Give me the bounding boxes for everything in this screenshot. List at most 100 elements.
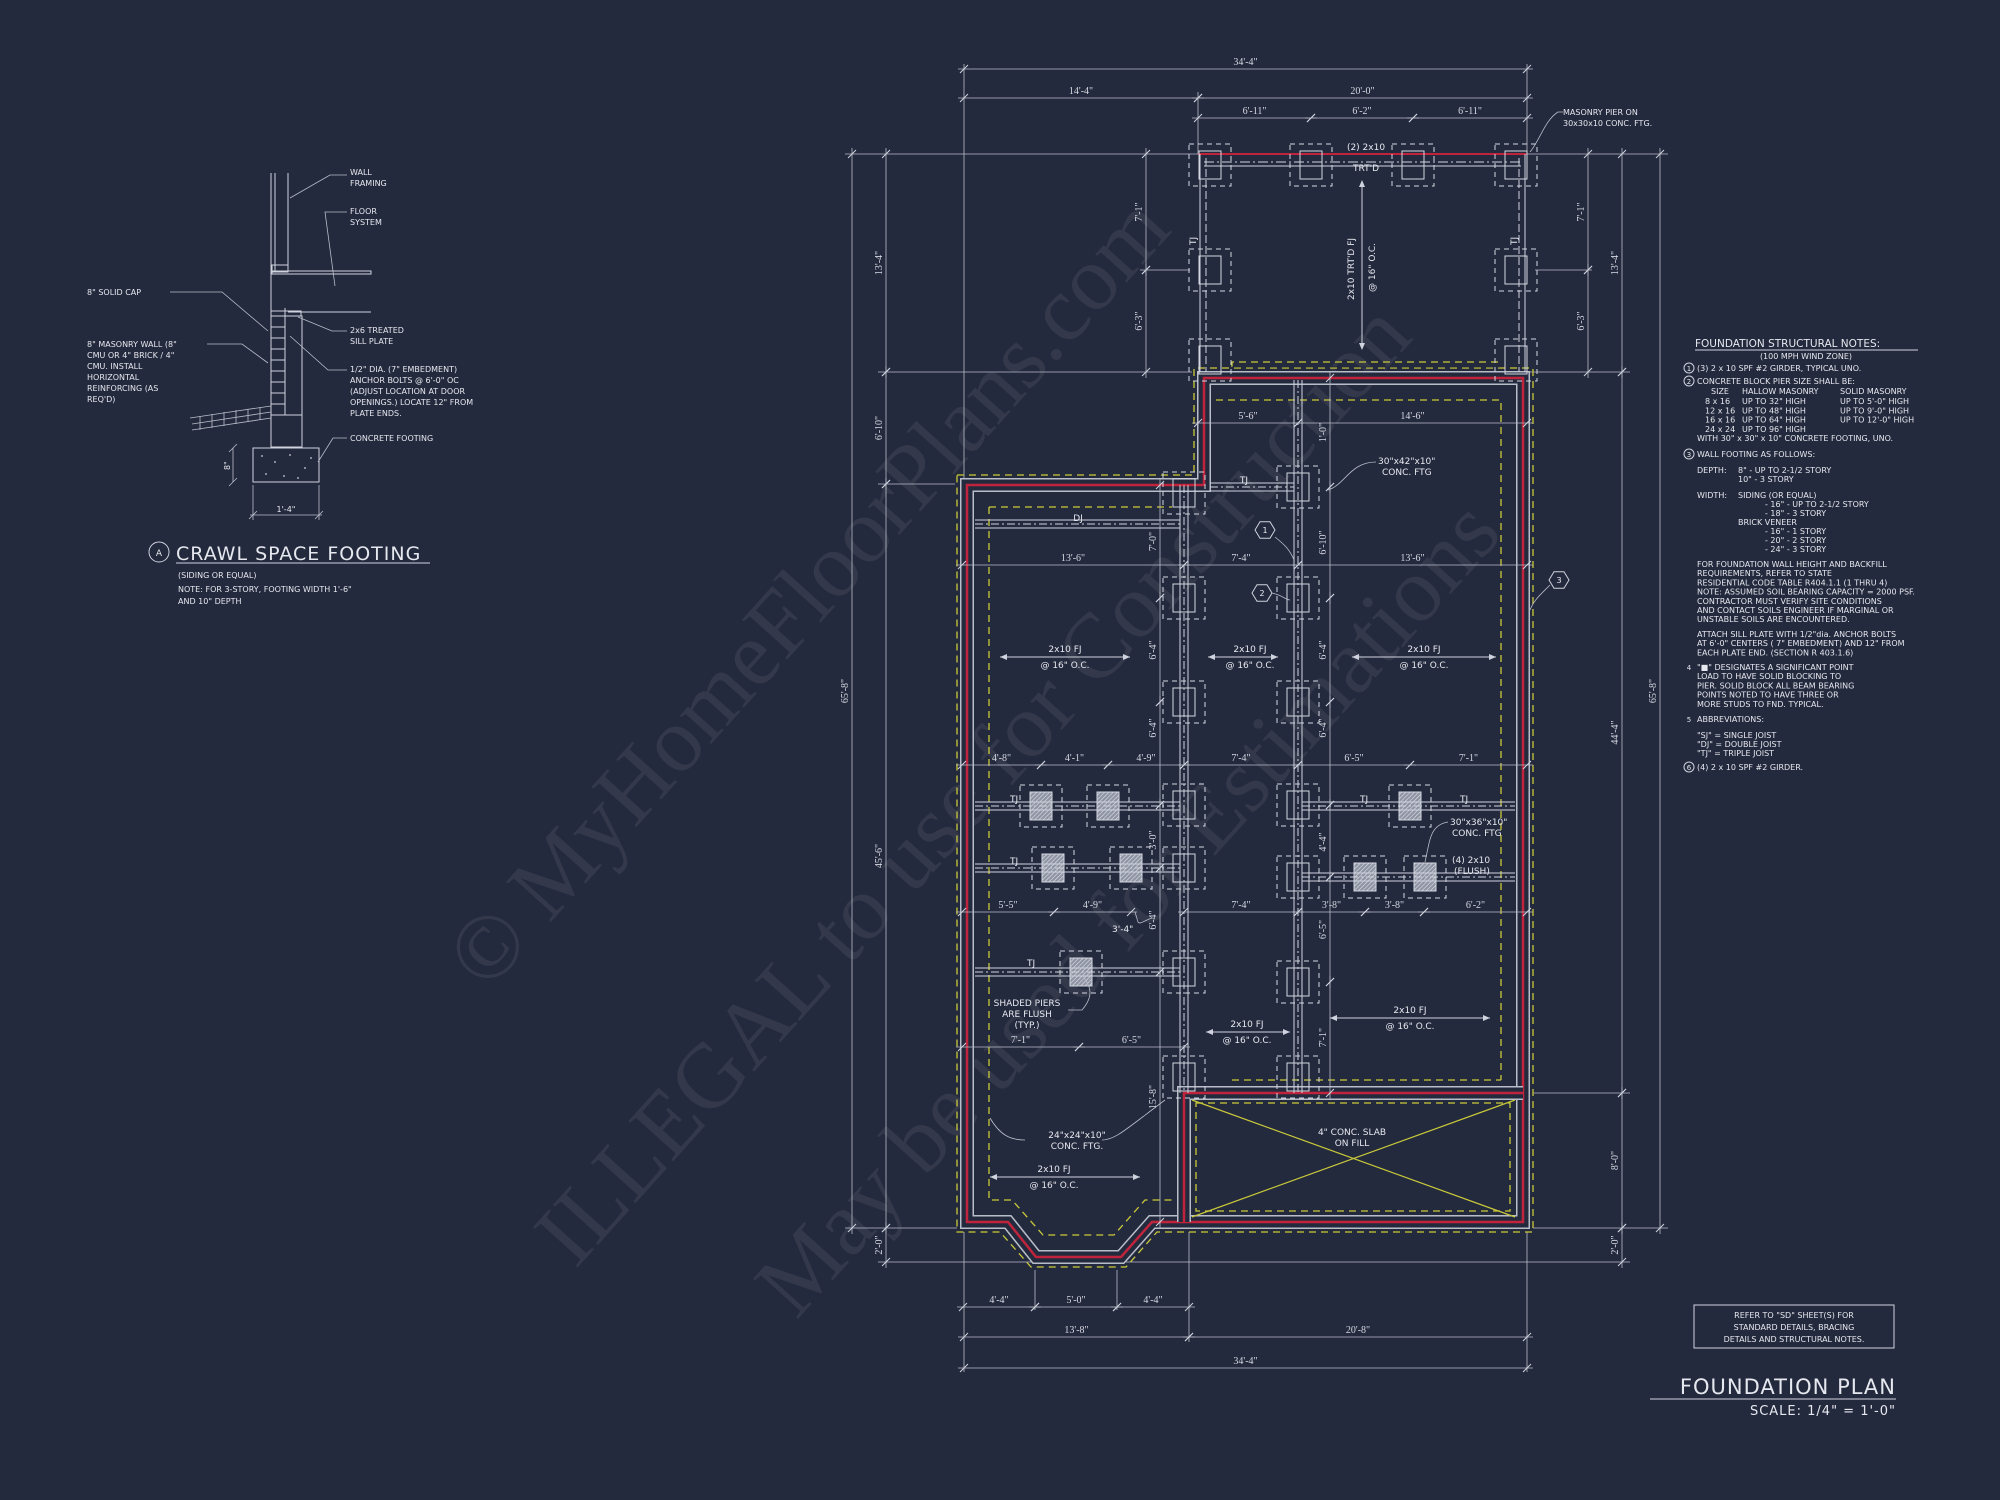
- floor-beam: [1302, 801, 1515, 811]
- dimension-label: 6'-11": [1243, 106, 1267, 117]
- dimension-tick: [1325, 1088, 1335, 1098]
- pier-block: [1299, 150, 1323, 180]
- note-4-line: PIER. SOLID BLOCK ALL BEAM BEARING: [1697, 681, 1854, 690]
- dimension-label: 13'-4": [1610, 251, 1621, 275]
- dj-label: DJ: [1073, 514, 1083, 524]
- plan-annotations: (2) 2x10 TRT'D 2x10 TRT'D FJ @ 16" O.C. …: [989, 108, 1652, 1152]
- dimension-label: 4'-9": [1083, 900, 1102, 911]
- shaded-piers-note: SHADED PIERS: [994, 999, 1061, 1009]
- dimension-label: 4'-8": [992, 753, 1011, 764]
- shaded-piers-note-2: ARE FLUSH: [1002, 1010, 1052, 1020]
- note-4-line: LOAD TO HAVE SOLID BLOCKING TO: [1697, 672, 1841, 681]
- brick-label: BRICK VENEER: [1738, 518, 1797, 527]
- dimension-tick: [959, 64, 969, 74]
- pier-table-cell: UP TO 96" HIGH: [1742, 425, 1806, 434]
- floor-joist-label: 2x10 FJ: [1048, 645, 1081, 655]
- pier-table-cell: 8 x 16: [1705, 397, 1730, 406]
- floor-joist-spacing: @ 16" O.C.: [1385, 1022, 1434, 1032]
- masonry-pier: [1494, 143, 1538, 187]
- note-3: WALL FOOTING AS FOLLOWS:: [1697, 450, 1815, 459]
- pier-footing: [1494, 248, 1538, 292]
- dimension-tick: [1419, 907, 1429, 917]
- masonry-pier-note-2: 30x30x10 CONC. FTG.: [1563, 119, 1652, 128]
- pier-table-cell: UP TO 9'-0" HIGH: [1840, 406, 1909, 415]
- dimension-label: 6'-4": [1148, 640, 1159, 659]
- foundation-note-line: AND CONTACT SOILS ENGINEER IF MARGINAL O…: [1697, 606, 1894, 615]
- dimension-tick: [1306, 113, 1316, 123]
- dimension-label: 4'-4": [1318, 832, 1329, 851]
- label-masonry-wall-5: REINFORCING (AS: [87, 384, 158, 393]
- note-callout-1: 1: [1254, 521, 1295, 561]
- floor-joist-span: 2x10 FJ@ 16" O.C.: [1206, 1020, 1290, 1046]
- detail-tag-circle: [148, 541, 170, 563]
- note-6: (4) 2 x 10 SPF #2 GIRDER.: [1697, 763, 1803, 772]
- dimension-tick: [1655, 1223, 1665, 1233]
- floor-beam: [975, 801, 1180, 811]
- masonry-pier: [1188, 143, 1232, 187]
- note-number: 4: [1687, 664, 1692, 672]
- dimension-tick: [1074, 1042, 1084, 1052]
- floor-joist-spacing: @ 16" O.C.: [1225, 661, 1274, 671]
- dimension-label: 20'-8": [1346, 1325, 1370, 1336]
- note-number: 3: [1687, 451, 1691, 459]
- plan-scale: SCALE: 1/4" = 1'-0": [1750, 1404, 1896, 1419]
- porch-framing: [1198, 153, 1527, 372]
- dimension-label: 6'-3": [1576, 311, 1587, 330]
- footing-24x24-label-2: CONC. FTG.: [1051, 1142, 1103, 1152]
- callout-number: 3: [1556, 576, 1561, 585]
- pier-footing: [1188, 248, 1232, 292]
- arrowhead: [1208, 654, 1278, 660]
- porch-footing-dash: [1231, 361, 1500, 367]
- dimension-tick: [1103, 760, 1113, 770]
- concrete-slab: 4" CONC. SLAB ON FILL: [1191, 1099, 1516, 1218]
- note-number-circle: [1683, 761, 1695, 773]
- extension-lines: [845, 64, 1668, 1372]
- porch-girder-label: (2) 2x10: [1347, 143, 1385, 153]
- detail-note-1: NOTE: FOR 3-STORY, FOOTING WIDTH 1'-6": [178, 585, 352, 594]
- width-label: WIDTH:: [1697, 491, 1727, 500]
- brick-item: - 20" - 2 STORY: [1765, 536, 1826, 545]
- note-number: 1: [1687, 365, 1691, 373]
- label-floor-system-2: SYSTEM: [350, 218, 382, 227]
- label-wall-framing-2: FRAMING: [350, 179, 387, 188]
- dimension-tick: [1325, 373, 1335, 383]
- label-solid-cap: 8" SOLID CAP: [87, 288, 141, 297]
- pier-table-header: SIZE: [1711, 387, 1729, 396]
- dimension-tick: [1617, 1257, 1627, 1267]
- masonry-pier: [1188, 338, 1232, 382]
- dimension-label: 4'-4": [1143, 1295, 1162, 1306]
- dimension-tick: [1617, 149, 1627, 159]
- masonry-pier: [1188, 248, 1232, 292]
- siding-item: - 18" - 3 STORY: [1765, 509, 1826, 518]
- dimension-tick: [1293, 418, 1303, 428]
- dimension-tick: [881, 149, 891, 159]
- floor-joist-label: 2x10 FJ: [1393, 1006, 1426, 1016]
- dimension-label: 6'-5": [1318, 920, 1329, 939]
- reference-note-3: DETAILS AND STRUCTURAL NOTES.: [1724, 1335, 1865, 1344]
- dimension-tick: [1325, 800, 1335, 810]
- footing-30x42-label-2: CONC. FTG: [1382, 468, 1432, 478]
- dimension-label: 3'-8": [1385, 900, 1404, 911]
- dimension-label: 65'-8": [840, 679, 851, 703]
- dimension-tick: [1325, 977, 1335, 987]
- dimension-label: 7'-1": [1576, 202, 1587, 221]
- note-callout-2: 2: [1251, 584, 1291, 602]
- dimension-tick: [1184, 1302, 1194, 1312]
- dimension-tick: [1522, 418, 1532, 428]
- dimension-label: 7'-1": [1318, 1028, 1329, 1047]
- dimension-tick: [1193, 113, 1203, 123]
- leader-line: [1271, 592, 1291, 601]
- dimension-tick: [1179, 560, 1189, 570]
- floor-joist-span: 2x10 FJ@ 16" O.C.: [1000, 645, 1130, 671]
- dimension-tick: [1036, 760, 1046, 770]
- tj-label: TJ: [1510, 237, 1520, 246]
- note-number-circle: [1683, 375, 1695, 387]
- dimension-label: 45'-6": [874, 844, 885, 868]
- note-4-line: "■" DESIGNATES A SIGNIFICANT POINT: [1697, 663, 1854, 672]
- foundation-note-line: REQUIREMENTS, REFER TO STATE: [1697, 569, 1832, 578]
- dimension-tick: [1522, 93, 1532, 103]
- dimension-tick: [1522, 64, 1532, 74]
- dimension-tick: [1155, 593, 1165, 603]
- floor-joist-label: 2x10 FJ: [1037, 1165, 1070, 1175]
- depth-value: 8" - UP TO 2-1/2 STORY: [1738, 466, 1831, 475]
